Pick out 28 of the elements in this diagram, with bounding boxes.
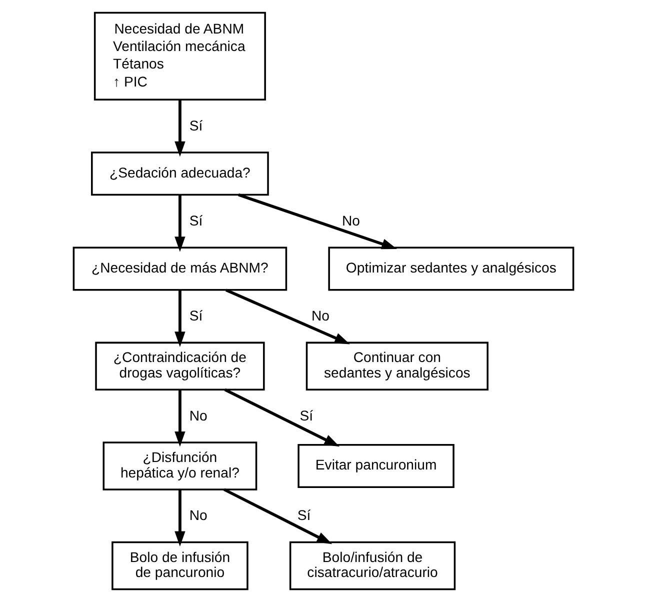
node-box: Necesidad de ABNM Ventilación mecánica Tétanos ↑ PIC bbox=[94, 12, 266, 100]
node-box: Evitar pancuronium bbox=[298, 444, 454, 488]
arrow bbox=[174, 490, 186, 547]
edge-label: No bbox=[342, 212, 360, 228]
node-box: Optimizar sedantes y analgésicos bbox=[328, 246, 574, 291]
node-box: Bolo/infusión de cisatracurio/atracurio bbox=[289, 541, 456, 590]
edge-label: Sí bbox=[189, 212, 203, 228]
arrow bbox=[174, 194, 186, 252]
edge-label: Sí bbox=[189, 307, 203, 324]
arrow bbox=[225, 288, 350, 344]
edge-label: No bbox=[189, 407, 208, 424]
edge-label: Sí bbox=[300, 407, 314, 424]
edge-label: Sí bbox=[189, 117, 203, 134]
arrow bbox=[238, 193, 397, 250]
node-box: ¿Necesidad de más ABNM? bbox=[72, 246, 288, 291]
node-box: ¿Sedación adecuada? bbox=[91, 152, 269, 196]
edge-label: No bbox=[189, 507, 208, 524]
arrow bbox=[224, 388, 340, 447]
node-box: ¿Contraindicación de drogas vagolíticas? bbox=[95, 342, 265, 391]
arrow bbox=[174, 290, 186, 347]
edge-label: Sí bbox=[297, 507, 311, 524]
edge-label: No bbox=[311, 307, 330, 324]
node-box: Continuar con sedantes y analgésicos bbox=[306, 342, 488, 391]
node-box: ¿Disfunción hepática y/o renal? bbox=[102, 442, 258, 490]
arrow bbox=[174, 390, 186, 447]
arrow bbox=[223, 488, 332, 544]
arrow bbox=[174, 100, 186, 157]
node-box: Bolo de infusión de pancuronio bbox=[112, 541, 248, 590]
